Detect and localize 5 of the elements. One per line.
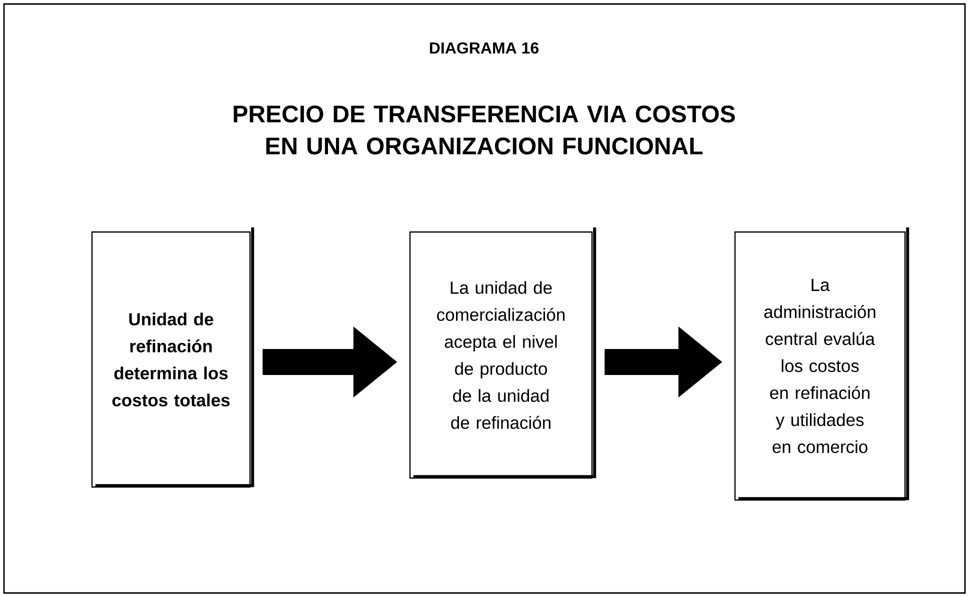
process-box: La administración central evalúa los costos en refinación y utilidades en comercio xyxy=(734,227,910,501)
title: PRECIO DE TRANSFERENCIA VIA COSTOS EN UNA ORGANIZACION FUNCIONAL xyxy=(234,106,735,154)
process-box: La unidad de comercialización acepta el nivel de producto de la unidad de refinación xyxy=(409,227,596,479)
diagram-number: DIAGRAMA 16 xyxy=(430,42,538,54)
process-box: Unidad de refinación determina los costos totales xyxy=(91,227,254,488)
